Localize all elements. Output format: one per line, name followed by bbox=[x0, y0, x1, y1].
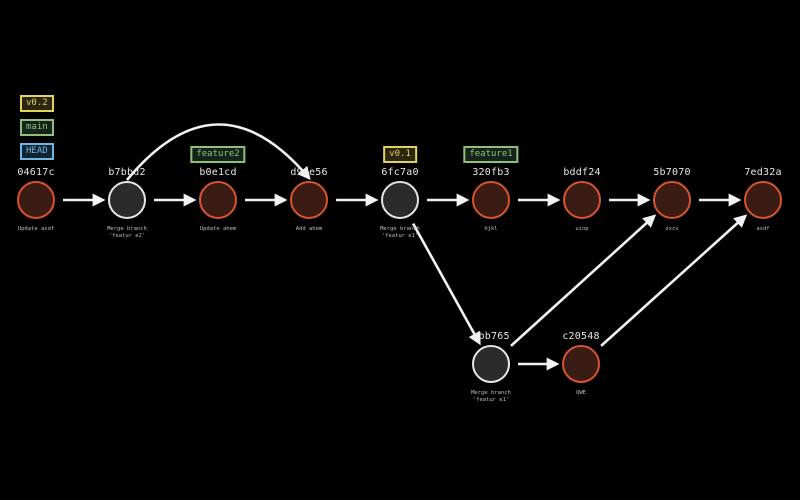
commit-message-7ed32a: asdf bbox=[756, 226, 770, 232]
commit-message-b7bbd2: Merge branch 'featur e2' bbox=[107, 226, 147, 239]
commit-message-5b7070: zxcv bbox=[665, 226, 679, 232]
commit-message-b0e1cd: Update ahem bbox=[199, 226, 237, 232]
commit-node-5b7070[interactable] bbox=[653, 181, 691, 219]
commit-sha-d96e56: d96e56 bbox=[290, 167, 328, 178]
commit-message-04617c: Update asdf bbox=[17, 226, 55, 232]
commit-node-d96e56[interactable] bbox=[290, 181, 328, 219]
commit-node-320fb3[interactable] bbox=[472, 181, 510, 219]
commit-node-b0e1cd[interactable] bbox=[199, 181, 237, 219]
ref-branch-feature1[interactable]: feature1 bbox=[463, 146, 519, 163]
commit-message-6fc7a0: Merge branch 'featur e1' bbox=[380, 226, 420, 239]
ref-branch-feature2[interactable]: feature2 bbox=[190, 146, 246, 163]
commit-node-bddf24[interactable] bbox=[563, 181, 601, 219]
commit-message-320fb3: hjkl bbox=[484, 226, 498, 232]
edge-abb765-5b7070 bbox=[510, 214, 657, 347]
commit-sha-bddf24: bddf24 bbox=[563, 167, 601, 178]
ref-branch-main[interactable]: main bbox=[20, 119, 54, 136]
commit-sha-b7bbd2: b7bbd2 bbox=[108, 167, 146, 178]
commit-node-6fc7a0[interactable] bbox=[381, 181, 419, 219]
commit-sha-320fb3: 320fb3 bbox=[472, 167, 510, 178]
edge-b7bbd2-d96e56 bbox=[125, 123, 311, 181]
nodes-layer bbox=[17, 181, 782, 383]
ref-tag-v0-2[interactable]: v0.2 bbox=[20, 95, 54, 112]
commit-sha-04617c: 04617c bbox=[17, 167, 55, 178]
commit-sha-b0e1cd: b0e1cd bbox=[199, 167, 237, 178]
commit-node-c20548[interactable] bbox=[562, 345, 600, 383]
edges-layer bbox=[63, 123, 748, 371]
commit-node-abb765[interactable] bbox=[472, 345, 510, 383]
commit-node-04617c[interactable] bbox=[17, 181, 55, 219]
commit-sha-abb765: abb765 bbox=[472, 331, 510, 342]
commit-sha-6fc7a0: 6fc7a0 bbox=[381, 167, 419, 178]
ref-tag-v0-1[interactable]: v0.1 bbox=[383, 146, 417, 163]
commit-node-b7bbd2[interactable] bbox=[108, 181, 146, 219]
edge-6fc7a0-abb765 bbox=[411, 222, 481, 346]
commit-sha-5b7070: 5b7070 bbox=[653, 167, 691, 178]
commit-sha-7ed32a: 7ed32a bbox=[744, 167, 782, 178]
commit-message-d96e56: Add ahem bbox=[295, 226, 323, 232]
commit-message-bddf24: uiop bbox=[575, 226, 589, 232]
ref-head[interactable]: HEAD bbox=[20, 143, 54, 160]
commit-sha-c20548: c20548 bbox=[562, 331, 600, 342]
commit-message-c20548: QWE bbox=[576, 390, 586, 396]
edge-c20548-7ed32a bbox=[600, 214, 748, 347]
commit-node-7ed32a[interactable] bbox=[744, 181, 782, 219]
commit-message-abb765: Merge branch 'featur e1' bbox=[471, 390, 511, 403]
